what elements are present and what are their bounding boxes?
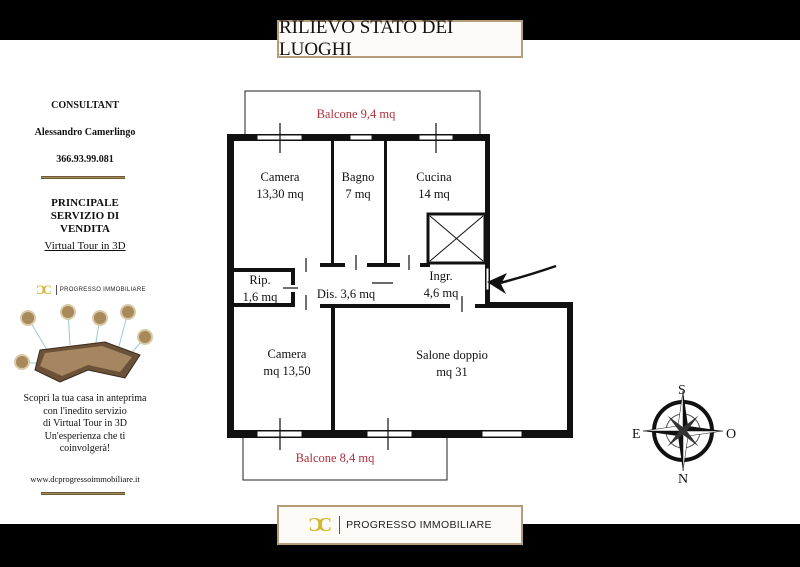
room-area: 14 mq xyxy=(418,187,450,201)
divider xyxy=(41,492,125,495)
title-text: RILIEVO STATO DEI LUOGHI xyxy=(279,17,454,60)
room-area: 13,30 mq xyxy=(256,187,304,201)
page-title: RILIEVO STATO DEI LUOGHI xyxy=(277,17,523,60)
virtual-tour-link[interactable]: Virtual Tour in 3D xyxy=(44,240,126,252)
footer-logo: ƆC PROGRESSO IMMOBILIARE xyxy=(277,505,523,545)
entrance-arrow-icon xyxy=(499,264,557,285)
compass-south: S xyxy=(678,383,686,398)
compass-rose-icon xyxy=(642,390,724,472)
service-heading: PRINCIPALE SERVIZIO DI VENDITA xyxy=(50,197,120,235)
room-area: mq 31 xyxy=(436,365,468,379)
balcony-top-label: Balcone 9,4 mq xyxy=(316,107,396,121)
compass-east: E xyxy=(632,427,641,442)
entrance-arrowhead-icon xyxy=(487,273,507,294)
elevator-shaft xyxy=(426,212,487,265)
room-name: Camera xyxy=(260,170,300,184)
promo-line: Un'esperienza che ti xyxy=(44,430,126,442)
compass-north: N xyxy=(678,472,689,487)
consultant-name: Alessandro Camerlingo xyxy=(34,127,136,138)
room-name: Ingr. xyxy=(429,269,453,283)
divider xyxy=(41,176,125,179)
logo-text: PROGRESSO IMMOBILIARE xyxy=(346,519,492,531)
room-name: Salone doppio xyxy=(416,348,488,362)
room-name: Camera xyxy=(267,347,307,361)
room-camera-2: Camera mq 13,50 xyxy=(263,346,310,380)
balcony-bottom-outline xyxy=(242,438,448,481)
website-link[interactable]: www.dcprogressoimmobiliare.it xyxy=(30,474,140,484)
promo-line: coinvolgerà! xyxy=(59,443,111,454)
balcony-bottom-label: Balcone 8,4 mq xyxy=(295,451,375,465)
promo-line: Scopri la tua casa in anteprima xyxy=(23,393,147,404)
logo-mark-icon: ƆC xyxy=(36,282,52,297)
compass-west: O xyxy=(726,427,737,442)
logo-separator xyxy=(339,516,341,534)
room-area: 4,6 mq xyxy=(423,286,459,300)
room-name: Cucina xyxy=(416,170,452,184)
room-ripostiglio: Rip. 1,6 mq xyxy=(243,272,278,306)
room-camera-1: Camera 13,30 mq xyxy=(256,169,303,203)
room-area: 7 mq xyxy=(345,187,371,201)
consultant-heading: CONSULTANT xyxy=(51,100,119,111)
room-area: 1,6 mq xyxy=(242,290,278,304)
room-name: Bagno xyxy=(341,170,375,184)
room-name: Dis. 3,6 mq xyxy=(316,287,376,301)
door-marks xyxy=(279,123,463,450)
sidebar-logo: ƆC PROGRESSO IMMOBILIARE xyxy=(36,282,146,298)
promo-line: con l'inedito servizio xyxy=(43,405,127,417)
room-name: Rip. xyxy=(249,273,271,287)
promo-line: di Virtual Tour in 3D xyxy=(43,418,127,429)
logo-text: PROGRESSO IMMOBILIARE xyxy=(59,287,146,293)
logo-separator xyxy=(55,285,57,295)
room-bagno: Bagno 7 mq xyxy=(342,169,375,203)
room-ingresso: Ingr. 4,6 mq xyxy=(424,268,459,302)
room-area: mq 13,50 xyxy=(263,364,311,378)
room-salone: Salone doppio mq 31 xyxy=(416,347,488,381)
promo-text: Scopri la tua casa in anteprima con l'in… xyxy=(0,393,170,456)
logo-mark-icon: ƆC xyxy=(308,513,332,536)
balcony-top-outline xyxy=(244,90,481,134)
virtual-tour-illustration xyxy=(14,304,153,383)
phone-number[interactable]: 366.93.99.081 xyxy=(56,154,114,165)
room-disimpegno: Dis. 3,6 mq xyxy=(317,286,375,303)
room-cucina: Cucina 14 mq xyxy=(416,169,451,203)
